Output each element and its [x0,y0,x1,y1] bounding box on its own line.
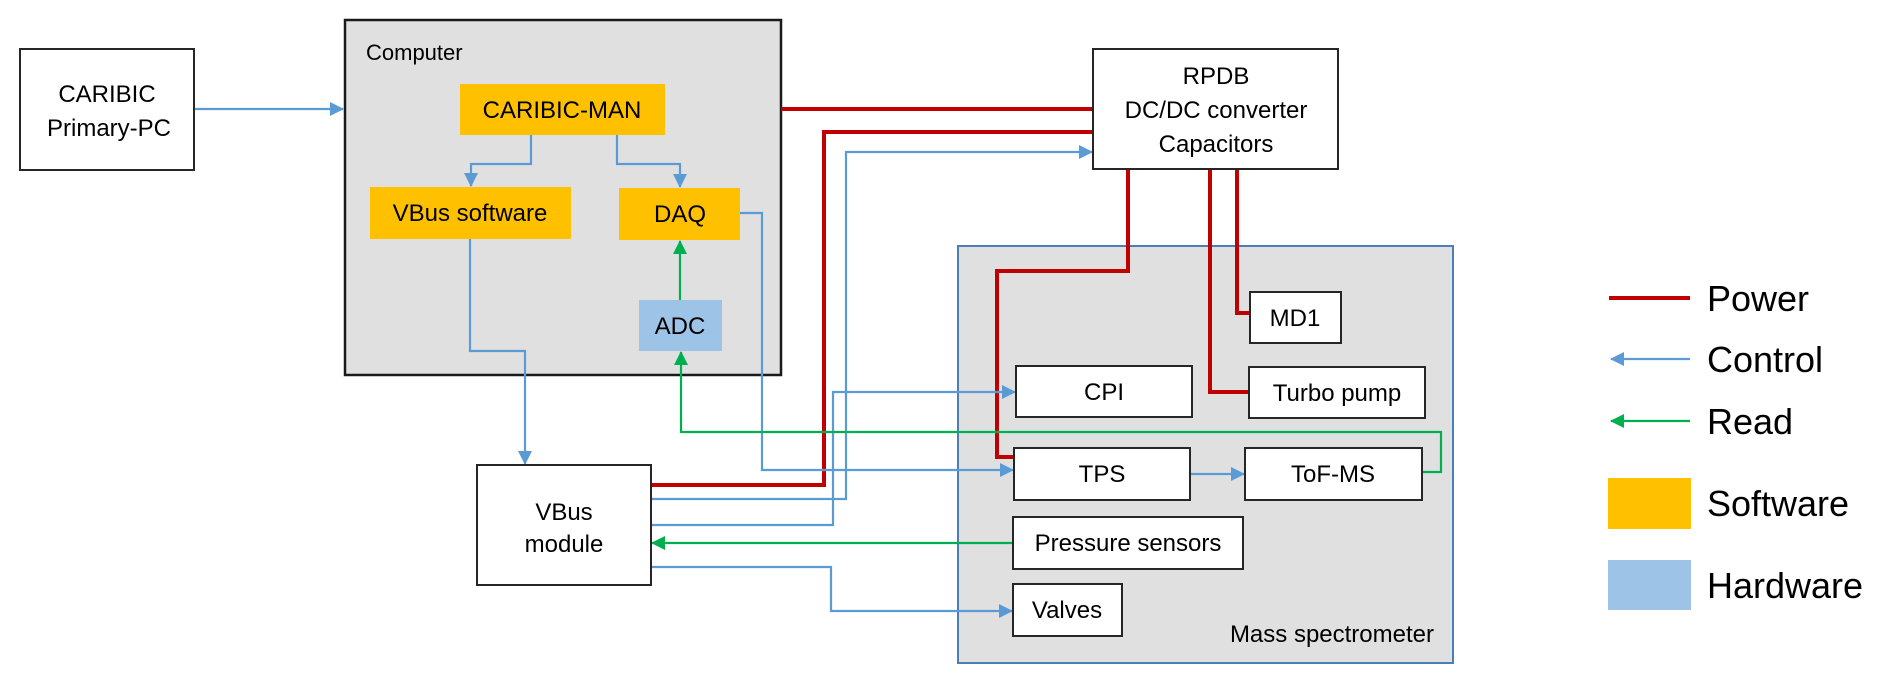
tof-ms-node: ToF-MS [1244,447,1423,501]
mass-spectrometer-label: Mass spectrometer [1230,621,1434,648]
control-lines [194,102,1245,618]
caribic-primary-pc-label-line1: CARIBIC [58,81,155,108]
power-line-rpdb-tps [995,169,1130,459]
daq-node: DAQ [619,188,740,240]
rpdb-label-line3: Capacitors [1159,131,1274,158]
vbus-software-label: VBus software [393,200,548,227]
cpi-label: CPI [1084,379,1124,406]
legend: Power Control Read Software Hardware [1608,278,1863,610]
read-lines [651,240,1443,550]
pressure-sensors-box [1012,516,1244,570]
control-line-vbus-module-cpi [651,385,1016,527]
caribic-primary-pc-box [19,48,195,171]
control-line-caribic-man-vbus-software [464,135,533,187]
tof-ms-box [1244,447,1423,501]
caribic-man-label: CARIBIC-MAN [483,97,642,124]
md1-label: MD1 [1270,305,1321,332]
pressure-sensors-label: Pressure sensors [1035,530,1222,557]
adc-box [639,300,722,351]
control-line-daq-tps [740,211,1014,477]
caribic-man-node: CARIBIC-MAN [460,84,665,135]
tps-label: TPS [1079,461,1126,488]
caribic-primary-pc-node: CARIBIC Primary-PC [19,48,195,171]
pressure-sensors-node: Pressure sensors [1012,516,1244,570]
control-line-vbus-module-valves [651,565,1013,618]
legend-power-label: Power [1707,278,1809,319]
valves-box [1012,583,1123,637]
daq-label: DAQ [654,201,706,228]
adc-node: ADC [639,300,722,351]
valves-label: Valves [1032,597,1102,624]
valves-node: Valves [1012,583,1123,637]
vbus-module-label-line1: VBus [535,499,592,526]
md1-node: MD1 [1249,291,1342,344]
vbus-module-node: VBus module [476,464,652,586]
read-line-tof-ms-adc [674,351,1443,474]
rpdb-label-line1: RPDB [1183,63,1250,90]
legend-hardware-label: Hardware [1707,565,1863,606]
md1-box [1249,291,1342,344]
vbus-module-label-line2: module [525,531,604,558]
rpdb-box [1092,48,1339,170]
vbus-module-box [476,464,652,586]
tps-node: TPS [1013,447,1191,501]
cpi-node: CPI [1015,365,1193,418]
power-line-rpdb-turbo-pump [1208,169,1249,394]
adc-label: ADC [655,313,706,340]
turbo-pump-label: Turbo pump [1273,380,1402,407]
caribic-man-box [460,84,665,135]
power-line-rpdb-vbus-module [651,130,1093,487]
power-line-rpdb-md1 [1235,169,1250,315]
turbo-pump-node: Turbo pump [1248,366,1426,419]
caribic-primary-pc-label-line2: Primary-PC [47,115,171,142]
computer-label: Computer [366,40,463,65]
rpdb-label-line2: DC/DC converter [1125,97,1308,124]
turbo-pump-box [1248,366,1426,419]
vbus-software-node: VBus software [370,187,571,239]
daq-box [619,188,740,240]
vbus-software-box [370,187,571,239]
tof-ms-label: ToF-MS [1291,461,1375,488]
legend-software-swatch [1608,478,1691,529]
rpdb-node: RPDB DC/DC converter Capacitors [1092,48,1339,170]
legend-hardware-swatch [1608,560,1691,610]
legend-read-label: Read [1707,401,1793,442]
legend-control-label: Control [1707,339,1823,380]
control-line-vbus-module-rpdb [651,145,1093,501]
tps-box [1013,447,1191,501]
control-line-vbus-software-vbus-module [468,239,532,465]
power-lines [651,107,1250,487]
control-line-caribic-man-daq [615,135,687,188]
legend-software-label: Software [1707,483,1849,524]
cpi-box [1015,365,1193,418]
